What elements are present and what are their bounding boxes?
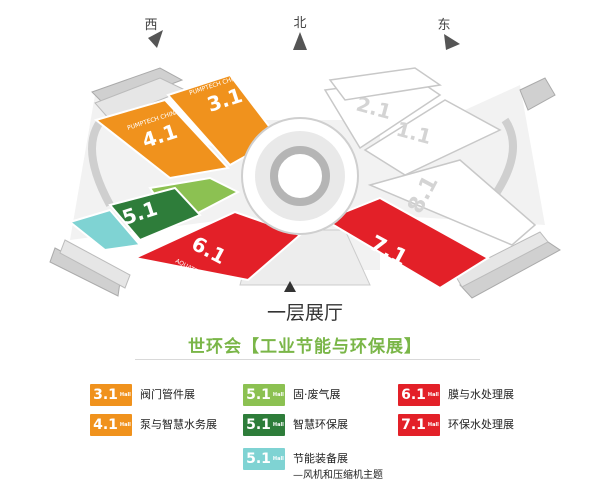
hall-5-1-cyan — [67, 208, 142, 252]
hall-4-1[interactable]: 4.1 PUMPTECH CHINA — [93, 98, 230, 180]
east-arrow-icon — [444, 34, 460, 50]
hall-1-1[interactable]: 1.1 — [363, 99, 502, 176]
hall-5-1-dark-green — [108, 186, 202, 242]
venue-map: 3.1 PUMPTECH CHINA 4.1 PUMPTECH CHINA 2.… — [49, 30, 561, 299]
entrance-arrow-icon — [284, 281, 296, 292]
expo-title: 世环会【工业节能与环保展】 — [188, 337, 422, 357]
ground-floor-label: 一层展厅 — [266, 302, 343, 324]
north-arrow-icon — [293, 32, 307, 50]
legend-label: 智慧环保展 — [293, 418, 348, 431]
hall-5-1[interactable]: 5.1 — [67, 176, 241, 252]
compass-west: 西 — [144, 18, 158, 33]
legend-label: 泵与智慧水务展 — [140, 418, 217, 431]
west-bottom-roof — [49, 239, 131, 297]
west-arrow-icon — [148, 30, 163, 48]
west-strip — [88, 119, 114, 207]
compass-north: 北 — [293, 16, 307, 31]
hall-2-1-roof — [328, 67, 442, 101]
roundabout — [241, 117, 359, 235]
legend-label: 环保水处理展 — [448, 418, 514, 431]
east-top-roof — [519, 77, 556, 111]
legend-label: 阀门管件展 — [140, 388, 195, 401]
east-strip — [491, 117, 517, 198]
legend-sublabel: —风机和压缩机主题 — [293, 470, 383, 481]
legend-label: 节能装备展 — [293, 452, 348, 465]
compass-east: 东 — [437, 18, 451, 33]
hall-8-1[interactable]: 8.1 — [367, 159, 537, 246]
legend-label: 固·废气展 — [293, 388, 341, 401]
title-divider — [135, 359, 480, 360]
east-bottom-roof — [454, 231, 561, 299]
legend-label: 膜与水处理展 — [448, 388, 514, 401]
